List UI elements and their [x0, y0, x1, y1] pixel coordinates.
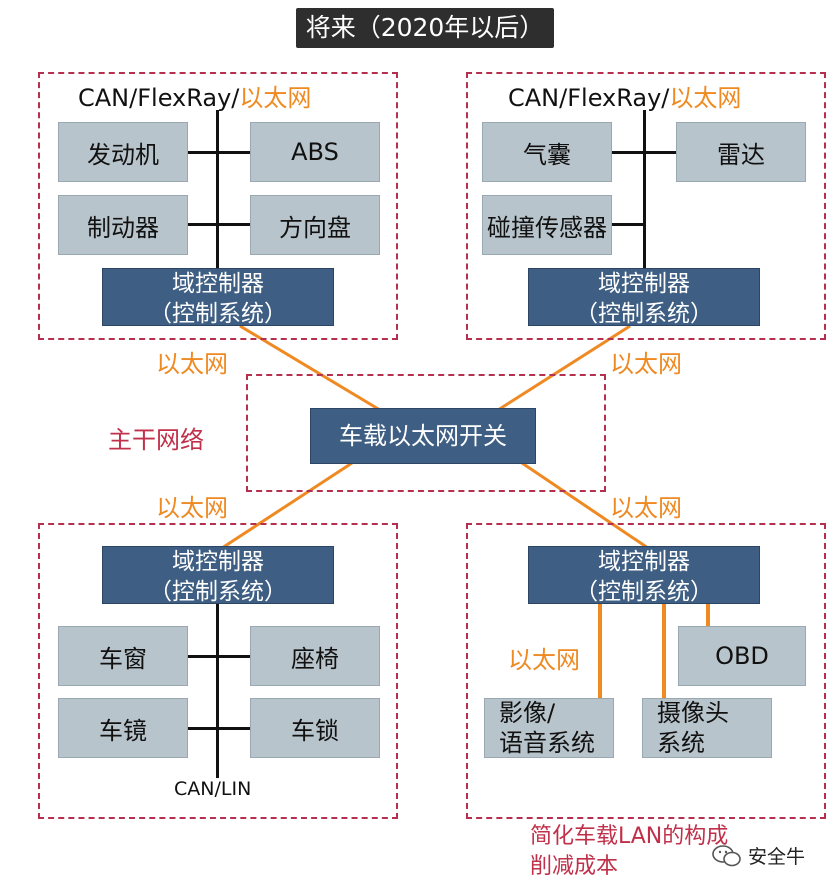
controller-subtitle: （控制系统）	[575, 301, 713, 327]
node-video-line2: 语音系统	[499, 729, 595, 757]
node-seat: 座椅	[250, 626, 380, 686]
domain-top-right-zone	[466, 72, 826, 340]
connector	[188, 151, 250, 154]
page-title: 将来（2020年以后）	[296, 8, 554, 48]
link-label-top-right: 以太网	[610, 350, 682, 378]
controller-subtitle: （控制系统）	[149, 579, 287, 605]
node-radar: 雷达	[676, 122, 806, 182]
wechat-icon	[712, 844, 741, 866]
eth-line-camera	[662, 604, 666, 700]
footnote-line2: 削减成本	[530, 854, 619, 879]
link-label-bottom-right: 以太网	[610, 494, 682, 522]
connector	[188, 223, 250, 226]
connector	[188, 655, 250, 658]
controller-title: 域控制器	[598, 549, 690, 575]
node-abs: ABS	[250, 122, 380, 182]
link-bottom-right	[521, 461, 649, 550]
backbone-zone	[246, 374, 606, 492]
bus-label-can-lin: CAN/LIN	[174, 778, 252, 800]
domain-top-right-bus-label: CAN/FlexRay/以太网	[508, 78, 741, 113]
node-steering-wheel: 方向盘	[250, 195, 380, 255]
ethernet-switch: 车载以太网开关	[310, 408, 536, 464]
controller-subtitle: （控制系统）	[575, 579, 713, 605]
controller-title: 域控制器	[598, 271, 690, 297]
domain-bottom-right-zone	[466, 523, 826, 819]
bus-prefix: CAN/FlexRay/	[508, 84, 670, 112]
connector	[612, 151, 676, 154]
node-camera-system: 摄像头 系统	[642, 698, 772, 758]
domain-top-left-zone	[38, 72, 398, 340]
watermark-text: 安全牛	[748, 846, 806, 868]
controller-title: 域控制器	[172, 549, 264, 575]
node-camera-line1: 摄像头	[657, 699, 729, 727]
link-label-bottom-left: 以太网	[156, 494, 228, 522]
backbone-label: 主干网络	[108, 426, 204, 454]
link-bottom-left	[221, 461, 353, 550]
domain-bottom-left-zone	[38, 523, 398, 819]
link-top-left	[239, 324, 381, 412]
domain-top-left-bus-line	[216, 110, 219, 270]
watermark: 安全牛	[712, 842, 805, 869]
node-video-line1: 影像/	[499, 699, 556, 727]
bus-ethernet-suffix: 以太网	[239, 84, 312, 112]
controller-title: 域控制器	[172, 271, 264, 297]
footnote: 简化车载LAN的构成 削减成本	[530, 822, 728, 882]
bus-prefix: CAN/FlexRay/	[78, 84, 240, 112]
link-label-top-left: 以太网	[156, 350, 228, 378]
connector	[188, 727, 250, 730]
node-window: 车窗	[58, 626, 188, 686]
node-mirror: 车镜	[58, 698, 188, 758]
domain-top-left-bus-label: CAN/FlexRay/以太网	[78, 78, 311, 113]
node-video-audio-system: 影像/ 语音系统	[484, 698, 614, 758]
footnote-line1: 简化车载LAN的构成	[530, 824, 729, 849]
node-brake: 制动器	[58, 195, 188, 255]
domain-controller-top-right: 域控制器 （控制系统）	[528, 268, 760, 327]
node-collision-sensor: 碰撞传感器	[482, 195, 612, 255]
domain-bottom-left-bus-line	[216, 604, 219, 778]
link-top-right	[497, 324, 631, 412]
node-camera-line2: 系统	[657, 729, 705, 757]
connector	[612, 223, 646, 226]
controller-subtitle: （控制系统）	[149, 301, 287, 327]
ethernet-label-bottom-right: 以太网	[508, 646, 580, 674]
domain-controller-top-left: 域控制器 （控制系统）	[102, 268, 334, 327]
node-engine: 发动机	[58, 122, 188, 182]
domain-top-right-bus-line	[643, 110, 646, 270]
domain-controller-bottom-left: 域控制器 （控制系统）	[102, 546, 334, 605]
node-lock: 车锁	[250, 698, 380, 758]
bus-ethernet-suffix: 以太网	[669, 84, 742, 112]
eth-line-video	[598, 604, 602, 700]
eth-line-obd	[706, 604, 710, 628]
node-obd: OBD	[678, 626, 806, 686]
node-airbag: 气囊	[482, 122, 612, 182]
domain-controller-bottom-right: 域控制器 （控制系统）	[528, 546, 760, 605]
